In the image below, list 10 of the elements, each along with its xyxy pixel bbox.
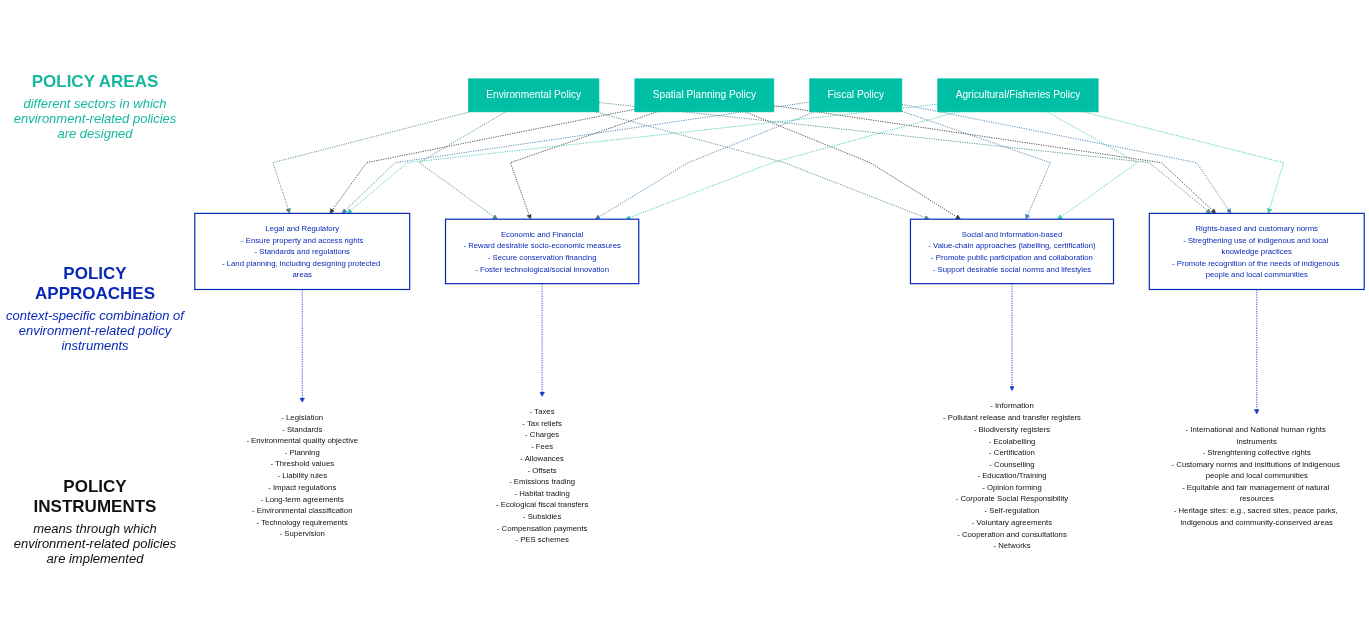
node-box: Agricultural/Fisheries Policy [937, 78, 1099, 112]
section-heading: POLICY AREAS [30, 71, 160, 92]
node-box: Spatial Planning Policy [634, 78, 775, 112]
section-description: different sectors in which environment-related policies are designed [12, 95, 178, 141]
section-description: means through which environment-related policies are implemented [12, 521, 178, 567]
node-box: Environmental Policy [468, 78, 600, 112]
node-box: Fiscal Policy [809, 78, 903, 112]
section-heading: POLICY INSTRUMENTS [32, 477, 158, 518]
section-description: context-specific combination of environment-related policy instruments [6, 308, 184, 354]
section-heading: POLICY APPROACHES [34, 264, 156, 305]
